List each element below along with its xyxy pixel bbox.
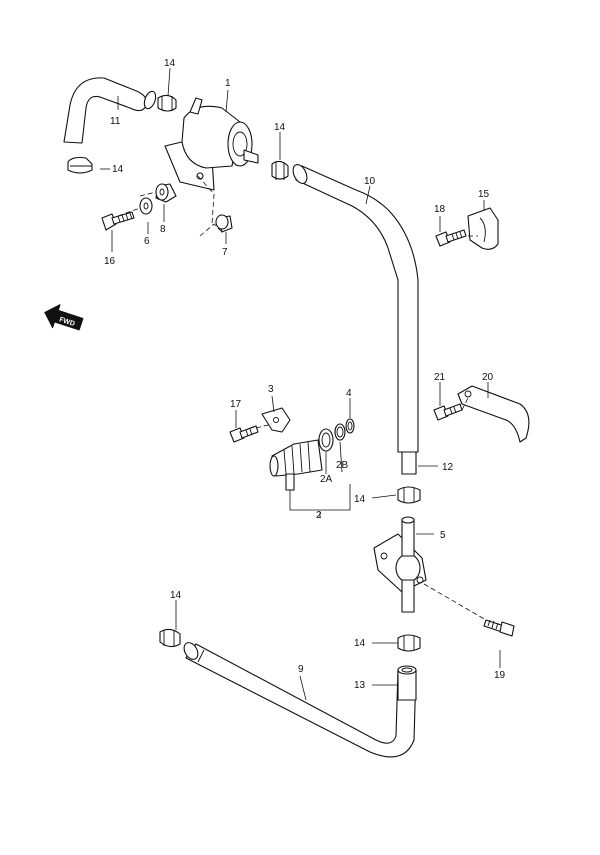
o-ring-2a [318, 428, 334, 452]
o-ring-4 [345, 418, 355, 434]
callout-18: 18 [434, 204, 446, 215]
hose-9 [183, 642, 417, 758]
callout-21: 21 [434, 372, 446, 383]
grommet-8 [155, 183, 177, 203]
callout-14-bottom-left: 14 [170, 590, 182, 601]
callout-1: 1 [225, 78, 231, 89]
callout-9: 9 [298, 664, 304, 675]
callout-2: 2 [316, 510, 322, 521]
callout-14-top: 14 [164, 58, 176, 69]
leader-lines [100, 67, 501, 701]
callout-10: 10 [364, 176, 376, 187]
callout-13: 13 [354, 680, 366, 691]
callout-6: 6 [144, 236, 150, 247]
callout-11: 11 [110, 116, 121, 127]
callout-16: 16 [104, 256, 116, 267]
washer-6 [139, 197, 153, 215]
callout-3: 3 [268, 384, 274, 395]
collar-7 [215, 214, 233, 233]
screw-19 [483, 619, 515, 637]
fwd-label: FWD [58, 316, 75, 328]
callout-17: 17 [230, 399, 242, 410]
callout-7: 7 [222, 247, 228, 258]
callout-8: 8 [160, 224, 166, 235]
fuel-joint-5 [373, 516, 427, 613]
hose-clamp-14f [159, 628, 181, 648]
hose-10 [292, 164, 419, 475]
hose-clamp-14e [397, 634, 421, 652]
fuel-filter-1 [164, 97, 259, 191]
callout-14-bottom: 14 [354, 638, 366, 649]
hose-clamp-14b [67, 156, 93, 174]
hose-clamp-14a [157, 94, 177, 112]
bolt-21 [433, 403, 463, 421]
bolt-17 [229, 425, 259, 443]
hose-clamp-14d [397, 486, 421, 504]
hose-11 [63, 77, 157, 144]
bracket-20 [457, 385, 530, 443]
callout-15: 15 [478, 189, 490, 200]
callout-4: 4 [346, 388, 352, 399]
connector-2 [269, 439, 323, 491]
callout-12: 12 [442, 462, 454, 473]
callout-14-clamp-mid: 14 [354, 494, 366, 505]
callout-2b: 2B [336, 460, 349, 471]
o-ring-2b [334, 423, 346, 441]
callout-2a: 2A [320, 474, 333, 485]
callout-14-mid: 14 [274, 122, 286, 133]
forward-arrow-icon: FWD [44, 304, 84, 331]
callout-19: 19 [494, 670, 506, 681]
callout-20: 20 [482, 372, 494, 383]
callout-5: 5 [440, 530, 446, 541]
bolt-18 [435, 229, 467, 247]
clamp-15 [467, 207, 499, 250]
bracket-3 [261, 407, 291, 433]
callout-labels: 1 14 11 14 14 10 15 18 6 8 16 7 3 4 21 2… [104, 58, 506, 691]
bolt-16 [101, 211, 135, 231]
callout-14-left: 14 [112, 164, 124, 175]
pipe-13 [397, 665, 417, 701]
hose-clamp-14c [271, 160, 289, 180]
